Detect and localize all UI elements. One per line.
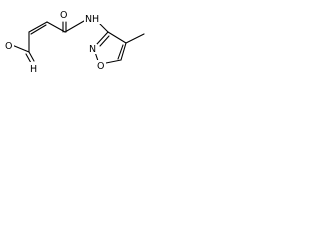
atom-n-ring: N [89, 44, 96, 55]
bond-ring-methyl [125, 33, 145, 44]
atom-n-amide: N [85, 14, 92, 25]
bonds [11, 20, 145, 64]
atom-h-amide: H [92, 14, 99, 25]
bond-carbonyl-to-alkene [46, 21, 66, 33]
bond-alkene-double-a [28, 21, 48, 33]
bond-ring-c5-o [105, 59, 122, 64]
bond-ring-c4-c5-a [120, 42, 127, 61]
bond-alkene-double-b [30, 24, 47, 35]
atom-o-acid: O [5, 41, 12, 52]
atom-o-ring: O [97, 61, 104, 72]
bond-ring-c4-c5-b [117, 44, 124, 60]
bond-acid-oh [11, 44, 30, 53]
bond-ring-n-c3-b [99, 35, 110, 47]
bond-ring-c3-c4 [107, 31, 127, 44]
bond-ring-n-c3-a [96, 31, 109, 45]
bond-carbonyl-to-nh [64, 20, 85, 33]
atom-o-carbonyl: O [60, 10, 67, 21]
structure-diagram: O N H O H N O [4, 9, 145, 75]
atom-h-acid: H [30, 64, 37, 75]
bond-acid-carbonyl-double-a [28, 51, 35, 62]
bond-acid-carbonyl-double-b [25, 53, 32, 64]
atom-labels: O N H O H N O [4, 9, 106, 75]
